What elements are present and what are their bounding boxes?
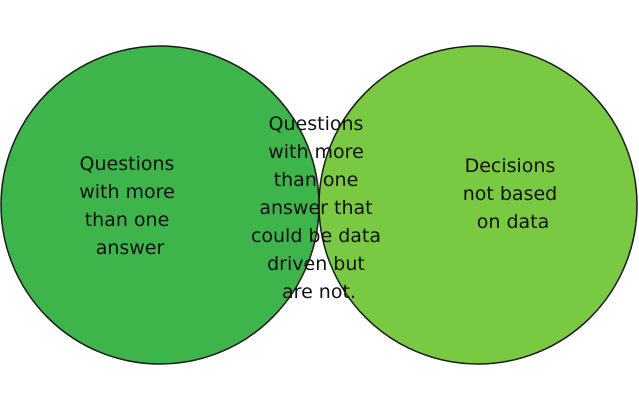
right-region-label: Decisions not based on data xyxy=(463,155,564,233)
right-label-line: not based xyxy=(463,183,558,205)
left-label-line: than one xyxy=(85,209,170,231)
overlap-label-line: could be data xyxy=(251,225,381,247)
left-label-line: answer xyxy=(96,237,165,259)
right-circle xyxy=(319,46,637,364)
overlap-label-line: are not. xyxy=(282,281,356,303)
left-circle xyxy=(1,46,319,364)
overlap-label-line: Questions xyxy=(269,113,364,135)
left-label-line: Questions xyxy=(80,153,175,175)
overlap-label-line: answer that xyxy=(259,197,372,219)
overlap-label-line: with more xyxy=(268,141,364,163)
left-region-label: Questions with more than one answer xyxy=(79,153,181,259)
left-label-line: with more xyxy=(79,181,175,203)
right-label-line: on data xyxy=(477,211,550,233)
overlap-label-line: than one xyxy=(274,169,359,191)
right-label-line: Decisions xyxy=(465,155,556,177)
right-circle-outline xyxy=(318,45,638,365)
overlap-region-label: Questions with more than one answer that… xyxy=(251,113,387,303)
overlap-label-line: driven but xyxy=(267,253,365,275)
